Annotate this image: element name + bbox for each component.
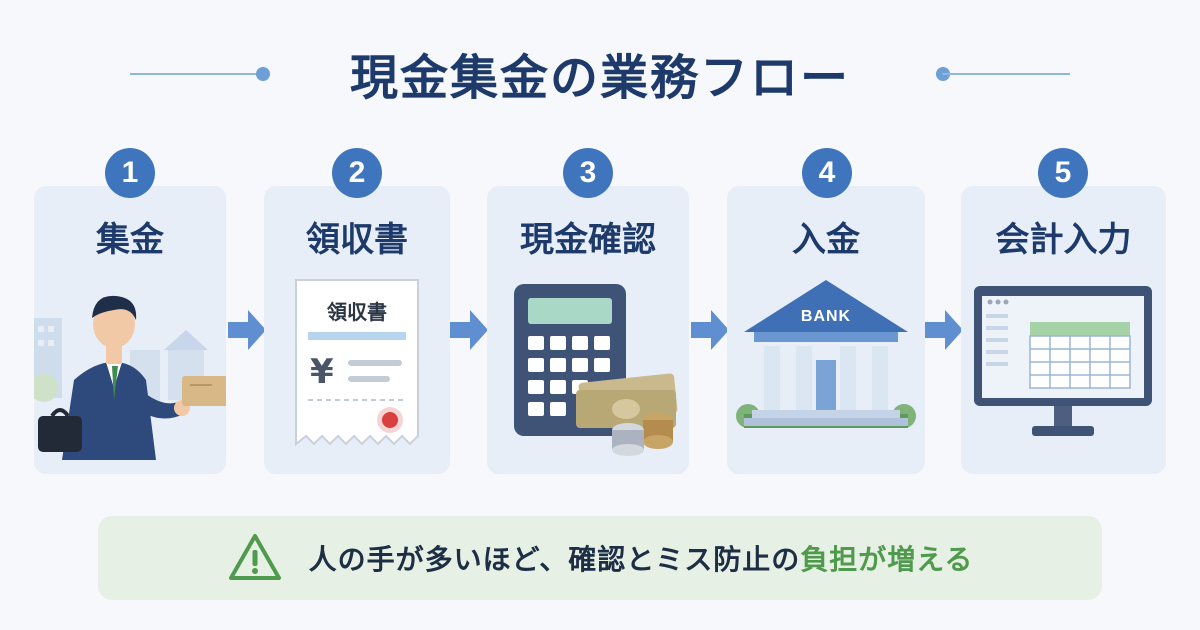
warning-note-accent: 負担が増える (800, 543, 974, 576)
arrow-right-icon (691, 310, 729, 350)
step-label-5: 会計入力 (995, 220, 1132, 260)
step-number-3: 3 (563, 148, 613, 198)
title-decor-dot-left (256, 67, 270, 81)
title-decor-line-right (942, 73, 1070, 75)
arrow-right-icon (925, 310, 963, 350)
businessman-with-envelope-icon (34, 295, 226, 460)
calculator-and-cash-icon (514, 284, 678, 456)
title-decor-line-left (130, 73, 262, 75)
title-bar: 現金集金の業務フロー (0, 38, 1200, 108)
step-number-2: 2 (332, 148, 382, 198)
receipt-title: 領収書 (327, 300, 387, 324)
monitor-spreadsheet-icon (974, 286, 1152, 436)
warning-triangle-icon (228, 534, 281, 580)
step-label-1: 集金 (96, 220, 164, 260)
warning-note-main: 人の手が多いほど、確認とミス防止の (308, 543, 801, 576)
bank-sign: BANK (800, 308, 852, 325)
page-title: 現金集金の業務フロー (349, 50, 850, 106)
warning-note: 人の手が多いほど、確認とミス防止の負担が増える (98, 516, 1102, 600)
step-number-4: 4 (802, 148, 852, 198)
step-number-5: 5 (1038, 148, 1088, 198)
receipt-icon: 領収書 ¥ (292, 276, 422, 448)
arrow-right-icon (228, 310, 266, 350)
step-label-4: 入金 (792, 220, 860, 260)
arrow-right-icon (450, 310, 488, 350)
step-number-1: 1 (105, 148, 155, 198)
receipt-currency: ¥ (310, 352, 334, 392)
step-label-2: 領収書 (306, 220, 408, 260)
warning-note-text: 人の手が多いほど、確認とミス防止の負担が増える (309, 538, 974, 578)
bank-building-icon: BANK (734, 276, 918, 448)
step-label-3: 現金確認 (520, 220, 656, 260)
